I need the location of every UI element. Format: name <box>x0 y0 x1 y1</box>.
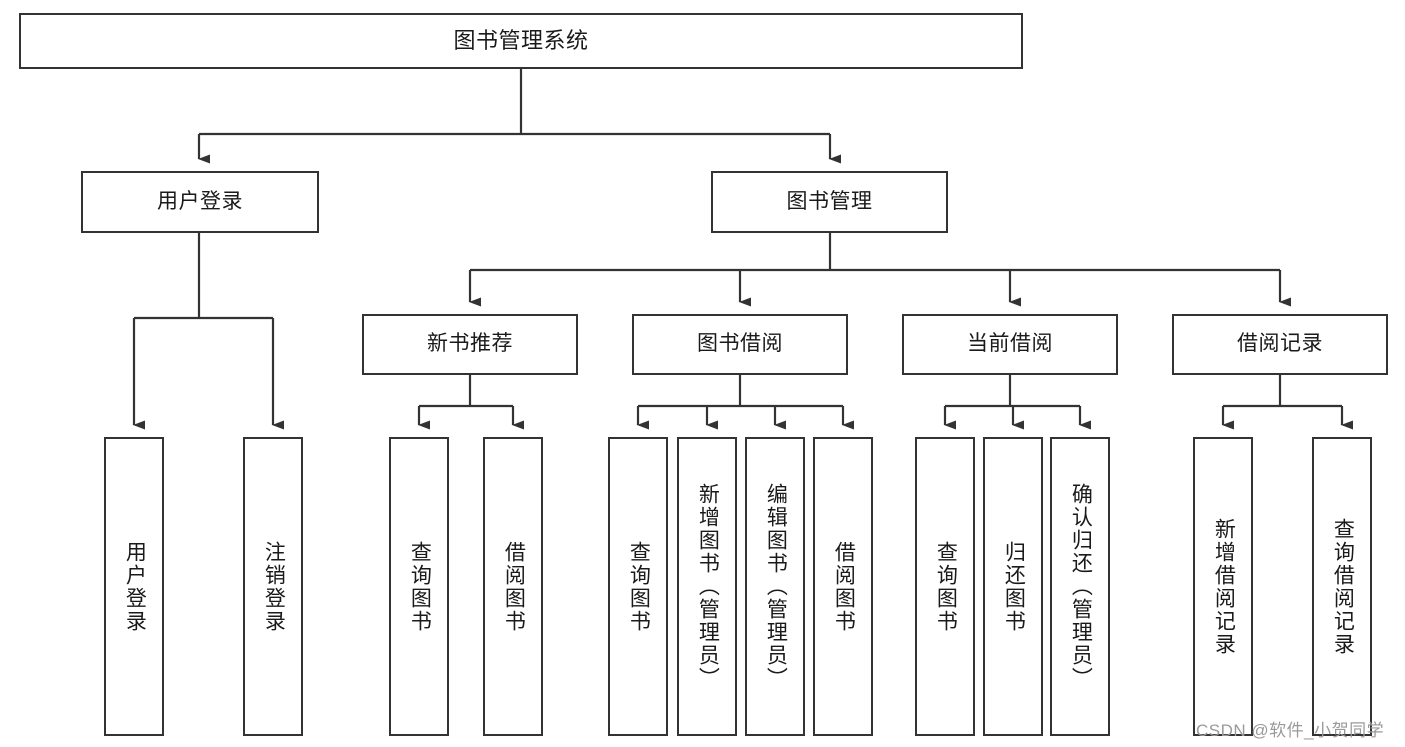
node-leaf-return-book-label: 归还图书 <box>1002 540 1026 633</box>
node-user-login[interactable]: 用户登录 <box>81 171 319 233</box>
node-leaf-query-book-1[interactable]: 查询图书 <box>389 437 449 736</box>
node-leaf-borrow-book-1[interactable]: 借阅图书 <box>483 437 543 736</box>
node-leaf-query-book-3-label: 查询图书 <box>934 540 958 633</box>
node-leaf-query-book-2-label: 查询图书 <box>627 540 651 633</box>
node-leaf-edit-book-label: 编辑图书（管理员） <box>764 483 788 690</box>
node-leaf-return-book[interactable]: 归还图书 <box>983 437 1043 736</box>
node-leaf-borrow-book-1-label: 借阅图书 <box>502 540 526 633</box>
csdn-watermark: CSDN @软件_小贺同学 <box>1196 721 1385 740</box>
node-book-borrow[interactable]: 图书借阅 <box>632 314 848 375</box>
node-root[interactable]: 图书管理系统 <box>19 13 1023 69</box>
node-leaf-add-record-label: 新增借阅记录 <box>1212 517 1236 656</box>
node-current-borrow-label: 当前借阅 <box>967 332 1053 356</box>
node-leaf-borrow-book-2-label: 借阅图书 <box>832 540 856 633</box>
node-leaf-confirm-return[interactable]: 确认归还（管理员） <box>1050 437 1110 736</box>
node-leaf-user-login-label: 用户登录 <box>123 540 147 633</box>
node-new-book-recommend-label: 新书推荐 <box>427 332 513 356</box>
node-leaf-user-logout[interactable]: 注销登录 <box>243 437 303 736</box>
node-book-manage[interactable]: 图书管理 <box>711 171 948 233</box>
node-user-login-label: 用户登录 <box>157 189 243 213</box>
node-borrow-record[interactable]: 借阅记录 <box>1172 314 1388 375</box>
node-leaf-add-book[interactable]: 新增图书（管理员） <box>677 437 737 736</box>
node-root-label: 图书管理系统 <box>453 28 589 54</box>
node-leaf-add-record[interactable]: 新增借阅记录 <box>1193 437 1253 736</box>
node-leaf-query-book-3[interactable]: 查询图书 <box>915 437 975 736</box>
node-book-borrow-label: 图书借阅 <box>697 332 783 356</box>
node-leaf-user-logout-label: 注销登录 <box>262 540 286 633</box>
node-leaf-query-record[interactable]: 查询借阅记录 <box>1312 437 1372 736</box>
node-leaf-query-book-1-label: 查询图书 <box>408 540 432 633</box>
node-leaf-edit-book[interactable]: 编辑图书（管理员） <box>745 437 805 736</box>
node-leaf-user-login[interactable]: 用户登录 <box>104 437 164 736</box>
node-leaf-add-book-label: 新增图书（管理员） <box>696 483 720 690</box>
node-book-manage-label: 图书管理 <box>786 189 873 213</box>
node-leaf-confirm-return-label: 确认归还（管理员） <box>1069 483 1093 690</box>
node-leaf-query-book-2[interactable]: 查询图书 <box>608 437 668 736</box>
node-leaf-query-record-label: 查询借阅记录 <box>1331 517 1355 656</box>
node-current-borrow[interactable]: 当前借阅 <box>902 314 1118 375</box>
node-new-book-recommend[interactable]: 新书推荐 <box>362 314 578 375</box>
node-borrow-record-label: 借阅记录 <box>1237 332 1323 356</box>
node-leaf-borrow-book-2[interactable]: 借阅图书 <box>813 437 873 736</box>
